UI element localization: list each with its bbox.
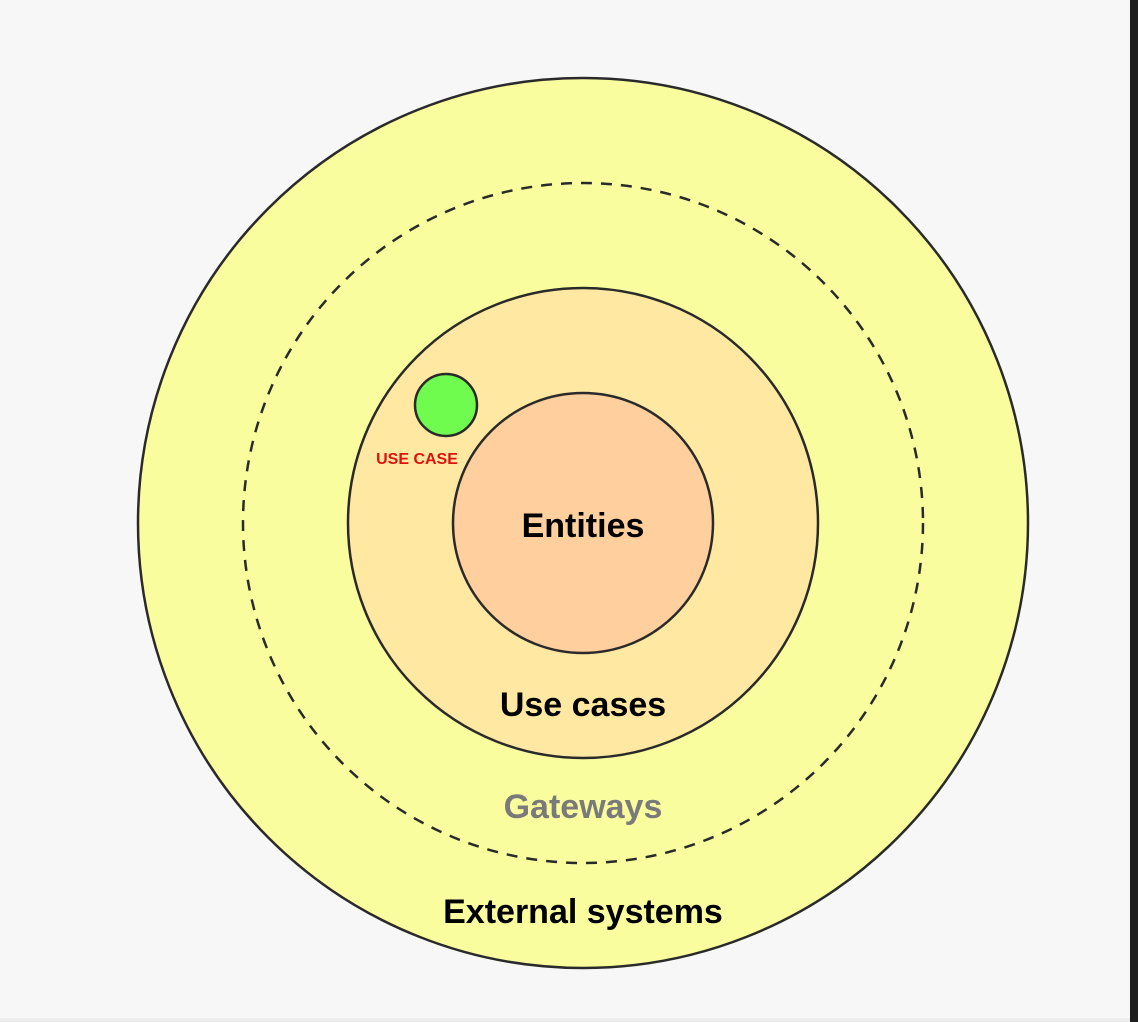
- window-edge: [1130, 0, 1138, 1022]
- gateways-boundary: [241, 181, 925, 865]
- external-systems-label: External systems: [443, 893, 723, 931]
- gateways-label: Gateways: [504, 788, 663, 826]
- entities-circle: [451, 391, 715, 655]
- use-case-dot: [413, 372, 479, 438]
- use-cases-label: Use cases: [500, 686, 666, 724]
- bottom-edge: [0, 1018, 1130, 1022]
- use-case-marker-label: USE CASE: [376, 451, 458, 468]
- entities-label: Entities: [522, 507, 645, 545]
